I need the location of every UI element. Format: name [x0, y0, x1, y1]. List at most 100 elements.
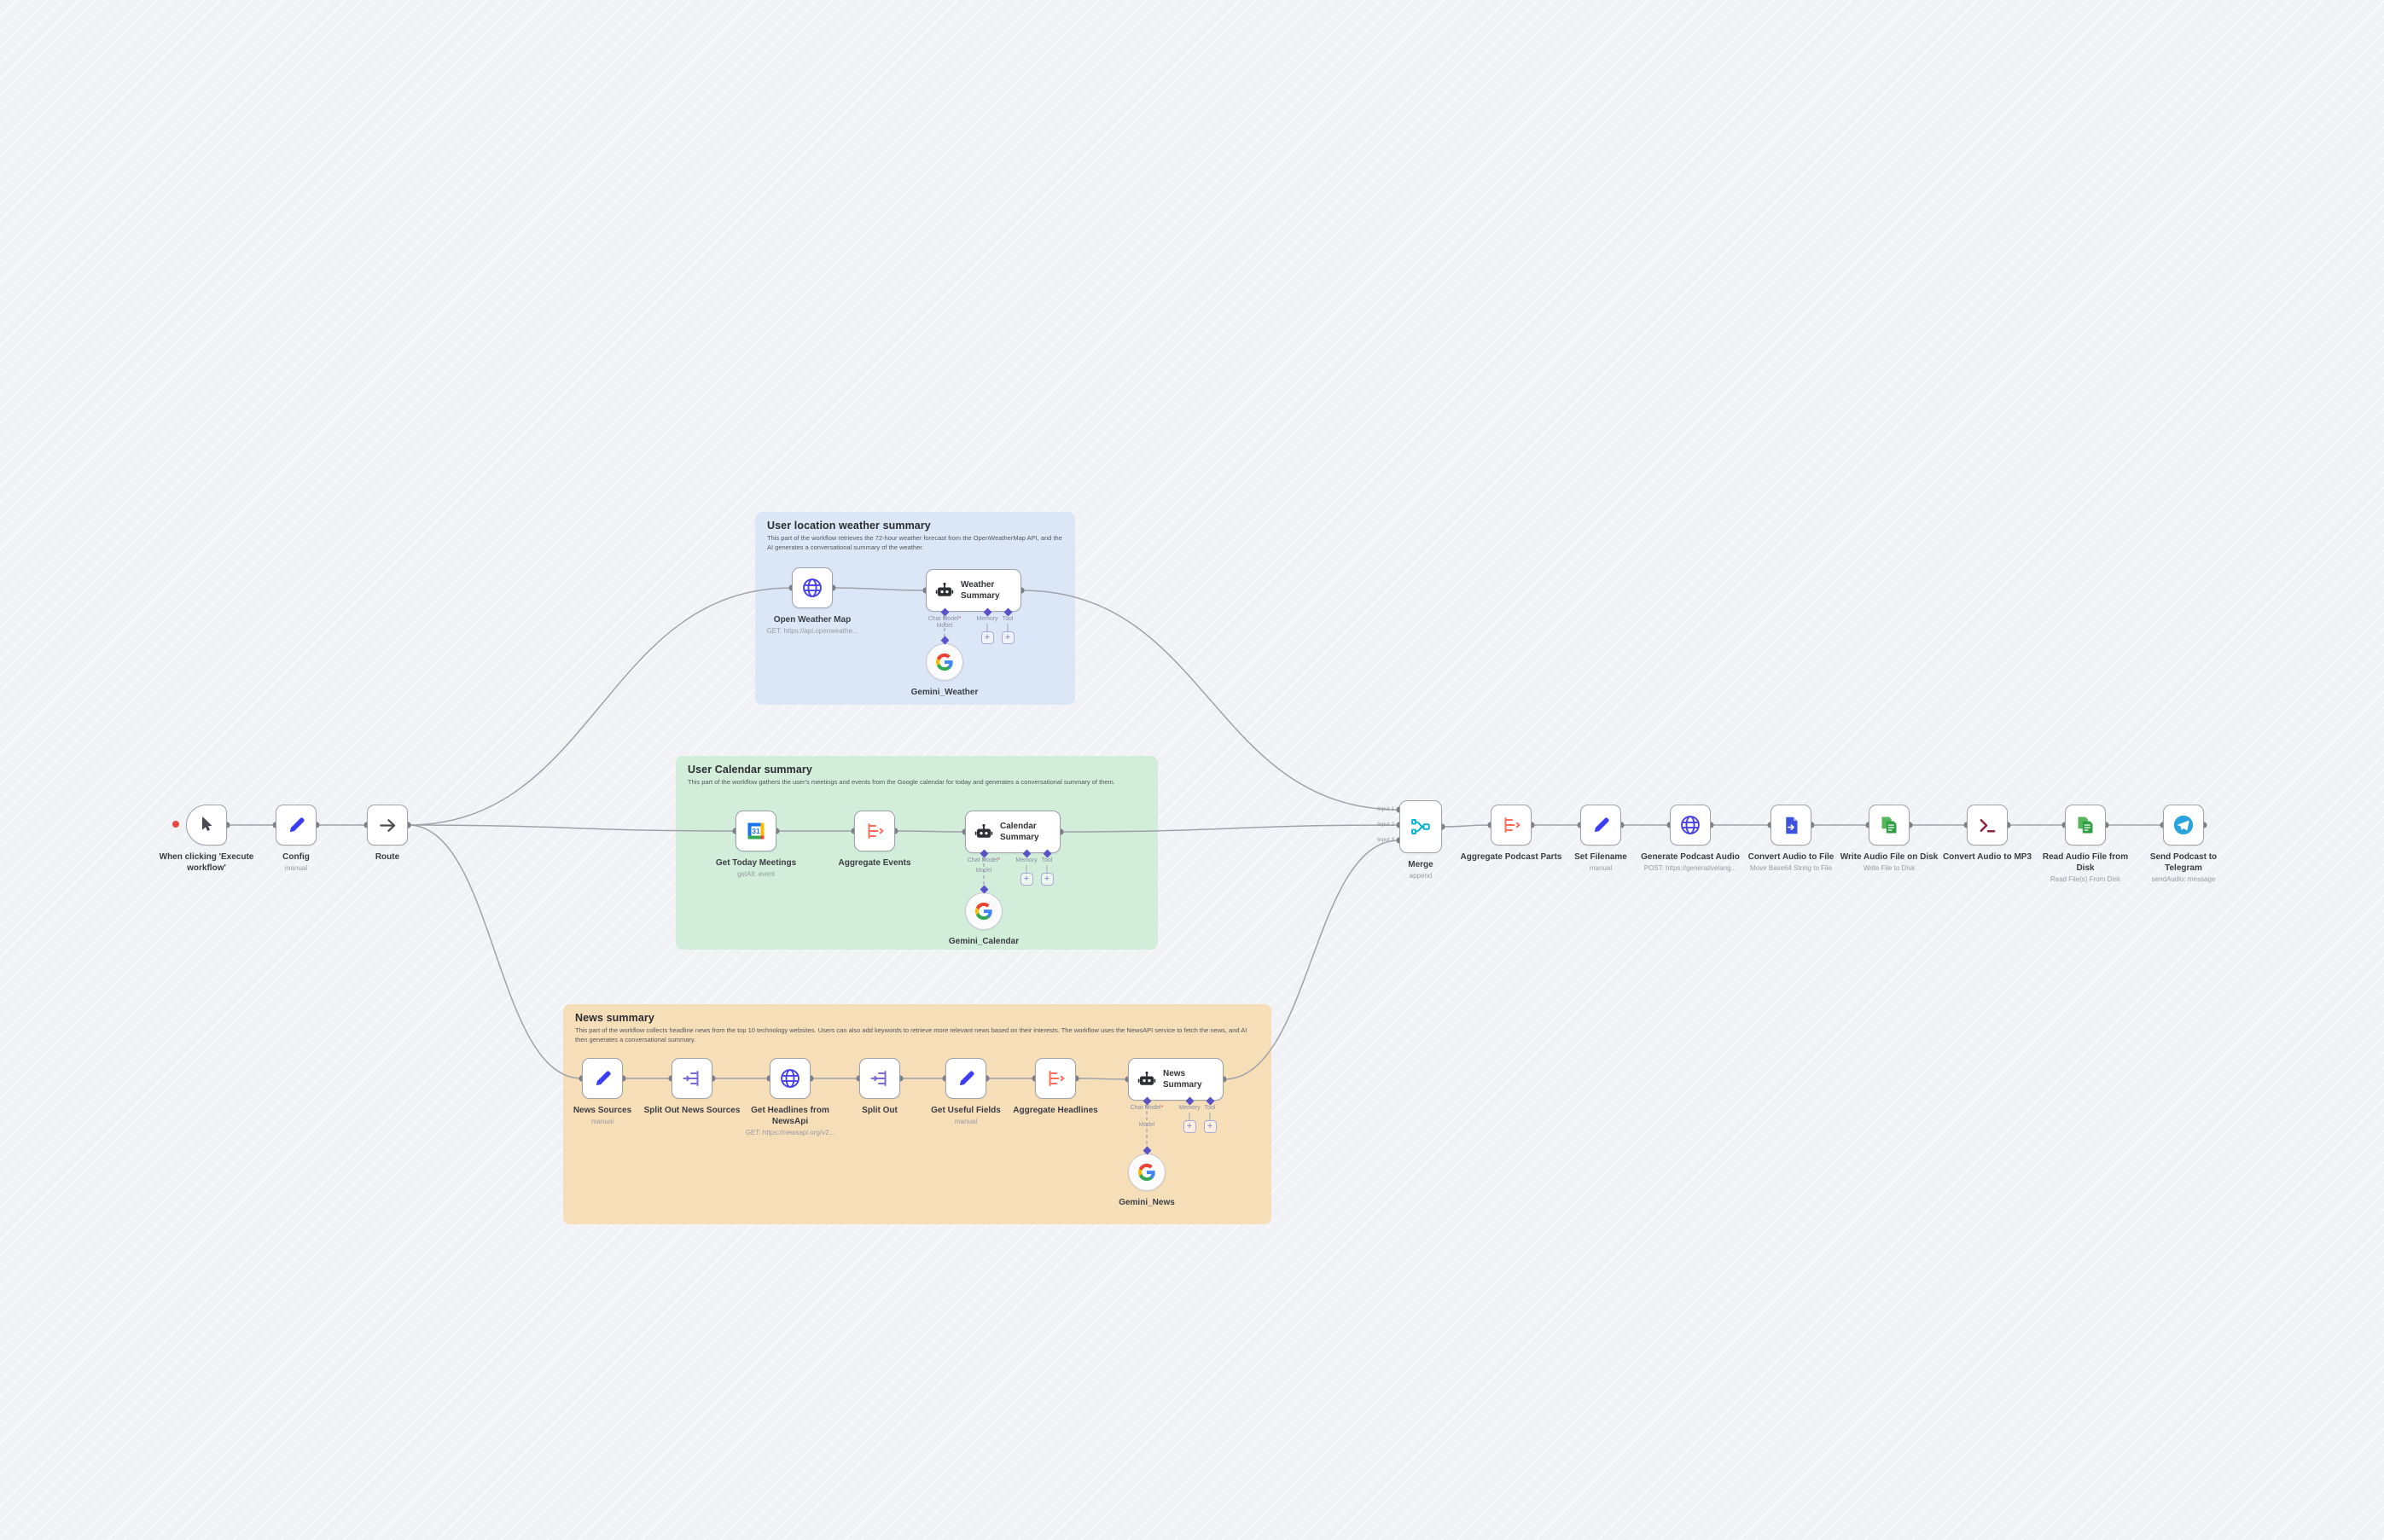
robot-icon: [974, 822, 993, 841]
node-title: Get Today Meetings: [715, 858, 797, 868]
node-read_disk[interactable]: [2065, 805, 2106, 846]
node-agg_podcast[interactable]: [1491, 805, 1532, 846]
node-owm[interactable]: [792, 567, 833, 608]
merge-input-label-3: Input 3: [1377, 837, 1394, 843]
pencil-icon: [593, 1069, 613, 1089]
node-useful_fields[interactable]: [945, 1058, 986, 1099]
group-title: User location weather summary: [767, 520, 931, 532]
google-gemini-icon: [974, 902, 993, 921]
node-news_sources[interactable]: [582, 1058, 623, 1099]
node-news_summary[interactable]: News Summary: [1128, 1058, 1224, 1101]
node-agg_headlines[interactable]: [1035, 1058, 1076, 1099]
node-gemini_calendar[interactable]: [965, 892, 1003, 930]
node-subtitle: GET: https://newsapi.org/v2...: [745, 1129, 835, 1136]
node-trigger[interactable]: [186, 805, 227, 846]
svg-text:31: 31: [752, 827, 760, 835]
node-convert_mp3[interactable]: [1967, 805, 2008, 846]
add-tool-button[interactable]: +: [1040, 873, 1054, 886]
node-label: Aggregate Podcast Parts: [1447, 851, 1575, 863]
tool-port-label: Tool: [1041, 857, 1053, 863]
node-gemini_weather[interactable]: [926, 643, 963, 681]
telegram-icon: [2172, 814, 2195, 836]
node-title: Set Filename: [1574, 852, 1627, 862]
required-marker: *: [958, 616, 962, 622]
tool-port-label: Tool: [1002, 616, 1014, 622]
add-memory-button[interactable]: +: [1183, 1120, 1196, 1133]
connection-calendar_summary-to-merge[interactable]: [1060, 824, 1400, 833]
node-merge[interactable]: [1399, 800, 1442, 853]
node-label: Route: [323, 851, 451, 863]
node-headlines[interactable]: [770, 1058, 811, 1099]
add-memory-button[interactable]: +: [1020, 873, 1033, 886]
robot-icon: [935, 581, 954, 600]
node-calendar_summary[interactable]: Calendar Summary: [965, 811, 1061, 853]
node-title: Get Useful Fields: [931, 1106, 1001, 1115]
connection-weather_summary-to-merge[interactable]: [1020, 590, 1400, 811]
node-label: Split Out: [816, 1105, 944, 1116]
node-title: Aggregate Headlines: [1013, 1106, 1098, 1115]
node-generate_audio[interactable]: [1670, 805, 1711, 846]
node-title: Split Out: [862, 1106, 898, 1115]
node-title: Aggregate Events: [838, 858, 911, 868]
merge-input-label-1: Input 1: [1377, 806, 1394, 812]
node-label: Gemini_Calendar: [920, 936, 1048, 947]
node-meetings[interactable]: 31: [736, 811, 776, 851]
node-label: When clicking 'Execute workflow': [142, 851, 270, 874]
node-subtitle: sendAudio: message: [2151, 875, 2216, 883]
node-config[interactable]: [276, 805, 317, 846]
connection-merge-to-agg_podcast[interactable]: [1441, 824, 1491, 828]
node-agg_events[interactable]: [854, 811, 895, 851]
node-subtitle: manual: [590, 1118, 614, 1125]
node-label: Aggregate Events: [811, 857, 939, 869]
file-export-icon: [1782, 816, 1801, 835]
node-title: News Sources: [573, 1106, 632, 1115]
node-split_news[interactable]: [672, 1058, 712, 1099]
memory-port-label: Memory: [976, 616, 998, 622]
node-set_filename[interactable]: [1580, 805, 1621, 846]
node-label: Convert Audio to MP3: [1923, 851, 2051, 863]
group-description: This part of the workflow gathers the us…: [688, 778, 1115, 786]
node-route[interactable]: [367, 805, 408, 846]
group-description: This part of the workflow retrieves the …: [767, 534, 1062, 551]
connection-route-to-meetings[interactable]: [407, 824, 736, 832]
memory-port-label: Memory: [1178, 1105, 1201, 1111]
add-tool-button[interactable]: +: [1203, 1120, 1217, 1133]
node-write_disk[interactable]: [1869, 805, 1910, 846]
group-title: News summary: [575, 1012, 654, 1024]
node-telegram[interactable]: [2163, 805, 2204, 846]
node-title: Get Headlines from NewsApi: [751, 1106, 829, 1126]
node-title: Gemini_Weather: [910, 688, 979, 697]
aggregate-icon: [1045, 1068, 1066, 1089]
connection-route-to-owm[interactable]: [407, 587, 793, 826]
node-convert_file[interactable]: [1771, 805, 1811, 846]
globe-icon: [801, 577, 823, 599]
connection-route-to-news_sources[interactable]: [407, 824, 583, 1079]
node-weather_summary[interactable]: Weather Summary: [926, 569, 1021, 612]
connection-owm-to-weather_summary[interactable]: [832, 587, 927, 591]
chat-model-port-label: Chat Model*: [967, 857, 1001, 863]
google-calendar-icon: 31: [746, 821, 766, 841]
group-description: This part of the workflow collects headl…: [575, 1026, 1247, 1043]
node-gemini_news[interactable]: [1128, 1154, 1166, 1191]
connection-agg_headlines-to-news_summary[interactable]: [1075, 1078, 1129, 1080]
unsaved-indicator-dot: [172, 821, 179, 828]
node-split_out[interactable]: [859, 1058, 900, 1099]
merge-icon: [1410, 816, 1431, 837]
globe-icon: [1679, 814, 1701, 836]
node-title: Write Audio File on Disk: [1840, 852, 1939, 862]
connection-news_summary-to-merge[interactable]: [1223, 840, 1400, 1080]
connection-agg_events-to-calendar_summary[interactable]: [894, 830, 966, 833]
node-title: Gemini_Calendar: [948, 937, 1020, 946]
add-memory-button[interactable]: +: [980, 631, 994, 644]
node-title: Config: [282, 852, 310, 862]
add-tool-button[interactable]: +: [1001, 631, 1015, 644]
